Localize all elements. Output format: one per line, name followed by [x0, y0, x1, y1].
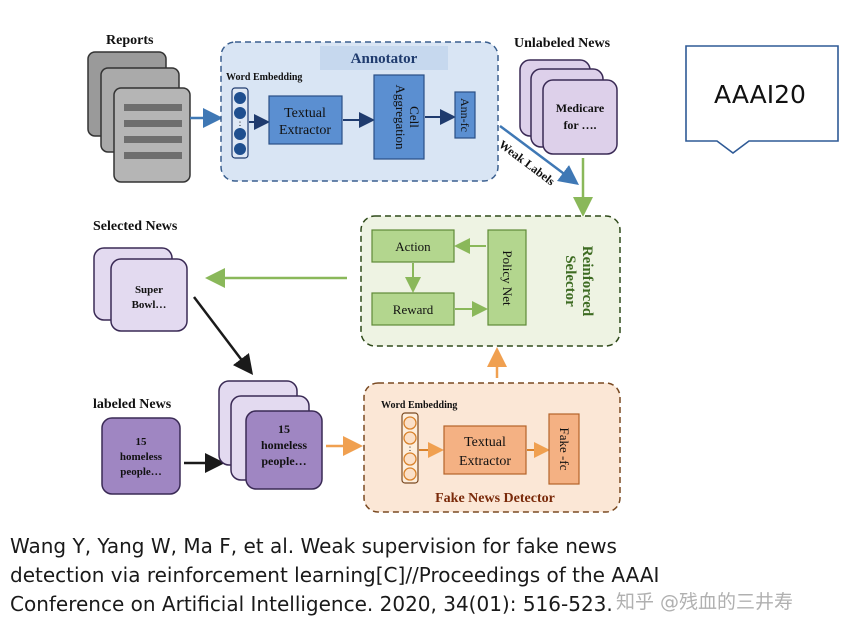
- selected-news-text-1: Super: [135, 284, 163, 296]
- news-document-icon: [245, 410, 323, 490]
- svg-text::: :: [409, 443, 412, 453]
- action-label: Action: [395, 239, 431, 254]
- annotator-module: Annotator Word Embedding : Textual Extra…: [220, 41, 499, 182]
- fake-fc-layer: [548, 413, 580, 485]
- labeled-news-label: labeled News: [93, 397, 172, 412]
- merged-news-text-2: homeless: [261, 438, 307, 452]
- ann-fc-layer: [454, 91, 476, 139]
- unlabeled-news-text-2: for ….: [563, 118, 596, 132]
- reward-label: Reward: [393, 302, 434, 317]
- annotator-textual-extractor-label-1: Textual: [284, 106, 326, 121]
- merged-news-text-3: people…: [261, 454, 306, 468]
- selected-news-text-2: Bowl…: [132, 299, 167, 311]
- selector-title-1: Reinforced: [579, 246, 595, 317]
- report-document-icon: [113, 87, 191, 183]
- detector-textual-extractor-label-1: Textual: [464, 435, 506, 450]
- news-document-icon: [101, 417, 181, 495]
- labeled-news-text-2: homeless: [120, 451, 163, 463]
- fake-fc-label: Fake -fc: [557, 428, 572, 471]
- detector-textual-extractor-label-2: Extractor: [459, 454, 511, 469]
- aggregation-cell: [373, 74, 425, 160]
- unlabeled-news-stack: Unlabeled News Medicare for ….: [514, 36, 618, 155]
- citation-caption: Wang Y, Yang W, Ma F, et al. Weak superv…: [10, 532, 710, 619]
- labeled-news-text-3: people…: [120, 466, 162, 478]
- venue-callout: AAAI20: [685, 45, 839, 154]
- unlabeled-news-text-1: Medicare: [556, 101, 605, 115]
- citation-line-3: Conference on Artificial Intelligence. 2…: [10, 592, 613, 616]
- selected-news-stack: Super Bowl…: [93, 247, 188, 332]
- reports-label: Reports: [106, 33, 154, 48]
- merged-news-stack: 15 homeless people…: [218, 380, 323, 490]
- detector-word-embedding-label: Word Embedding: [381, 400, 457, 411]
- svg-text::: :: [239, 118, 242, 128]
- news-document-icon: [542, 79, 618, 155]
- policy-net-box: [487, 229, 527, 326]
- reinforced-selector-module: Action Reward Policy Net Reinforced Sele…: [360, 215, 621, 347]
- unlabeled-news-label: Unlabeled News: [514, 36, 611, 51]
- reward-box: [371, 292, 455, 326]
- aggregation-cell-label-2: Cell: [407, 106, 422, 128]
- ann-fc-label: Ann-fc: [458, 98, 472, 132]
- aggregation-cell-label-1: Aggregation: [393, 85, 408, 150]
- policy-net-label: Policy Net: [500, 250, 515, 306]
- watermark: 知乎 @残血的三井寿: [616, 591, 794, 613]
- detector-title: Fake News Detector: [435, 491, 555, 506]
- labeled-news-text-1: 15: [136, 436, 148, 448]
- weak-labels-arrow: [499, 124, 580, 185]
- annotator-embedding-vector: [231, 87, 249, 159]
- detector-embedding-vector: [401, 412, 419, 484]
- citation-line-2: detection via reinforcement learning[C]/…: [10, 563, 660, 587]
- annotator-title: Annotator: [351, 51, 418, 67]
- annotator-word-embedding-label: Word Embedding: [226, 72, 302, 83]
- fake-news-detector-module: Word Embedding : Textual Extractor Fake …: [363, 382, 621, 513]
- citation-line-1: Wang Y, Yang W, Ma F, et al. Weak superv…: [10, 534, 617, 558]
- reports-stack: Reports: [87, 33, 191, 183]
- venue-callout-label: AAAI20: [714, 80, 806, 109]
- selected-to-merged-arrow: [193, 296, 254, 375]
- news-document-icon: [110, 258, 188, 332]
- selected-news-label: Selected News: [93, 219, 178, 234]
- detector-textual-extractor: [443, 425, 527, 475]
- action-box: [371, 229, 455, 263]
- annotator-textual-extractor-label-2: Extractor: [279, 123, 331, 138]
- selector-title-2: Selector: [562, 255, 578, 307]
- annotator-textual-extractor: [268, 95, 343, 145]
- merged-news-text-1: 15: [278, 422, 290, 436]
